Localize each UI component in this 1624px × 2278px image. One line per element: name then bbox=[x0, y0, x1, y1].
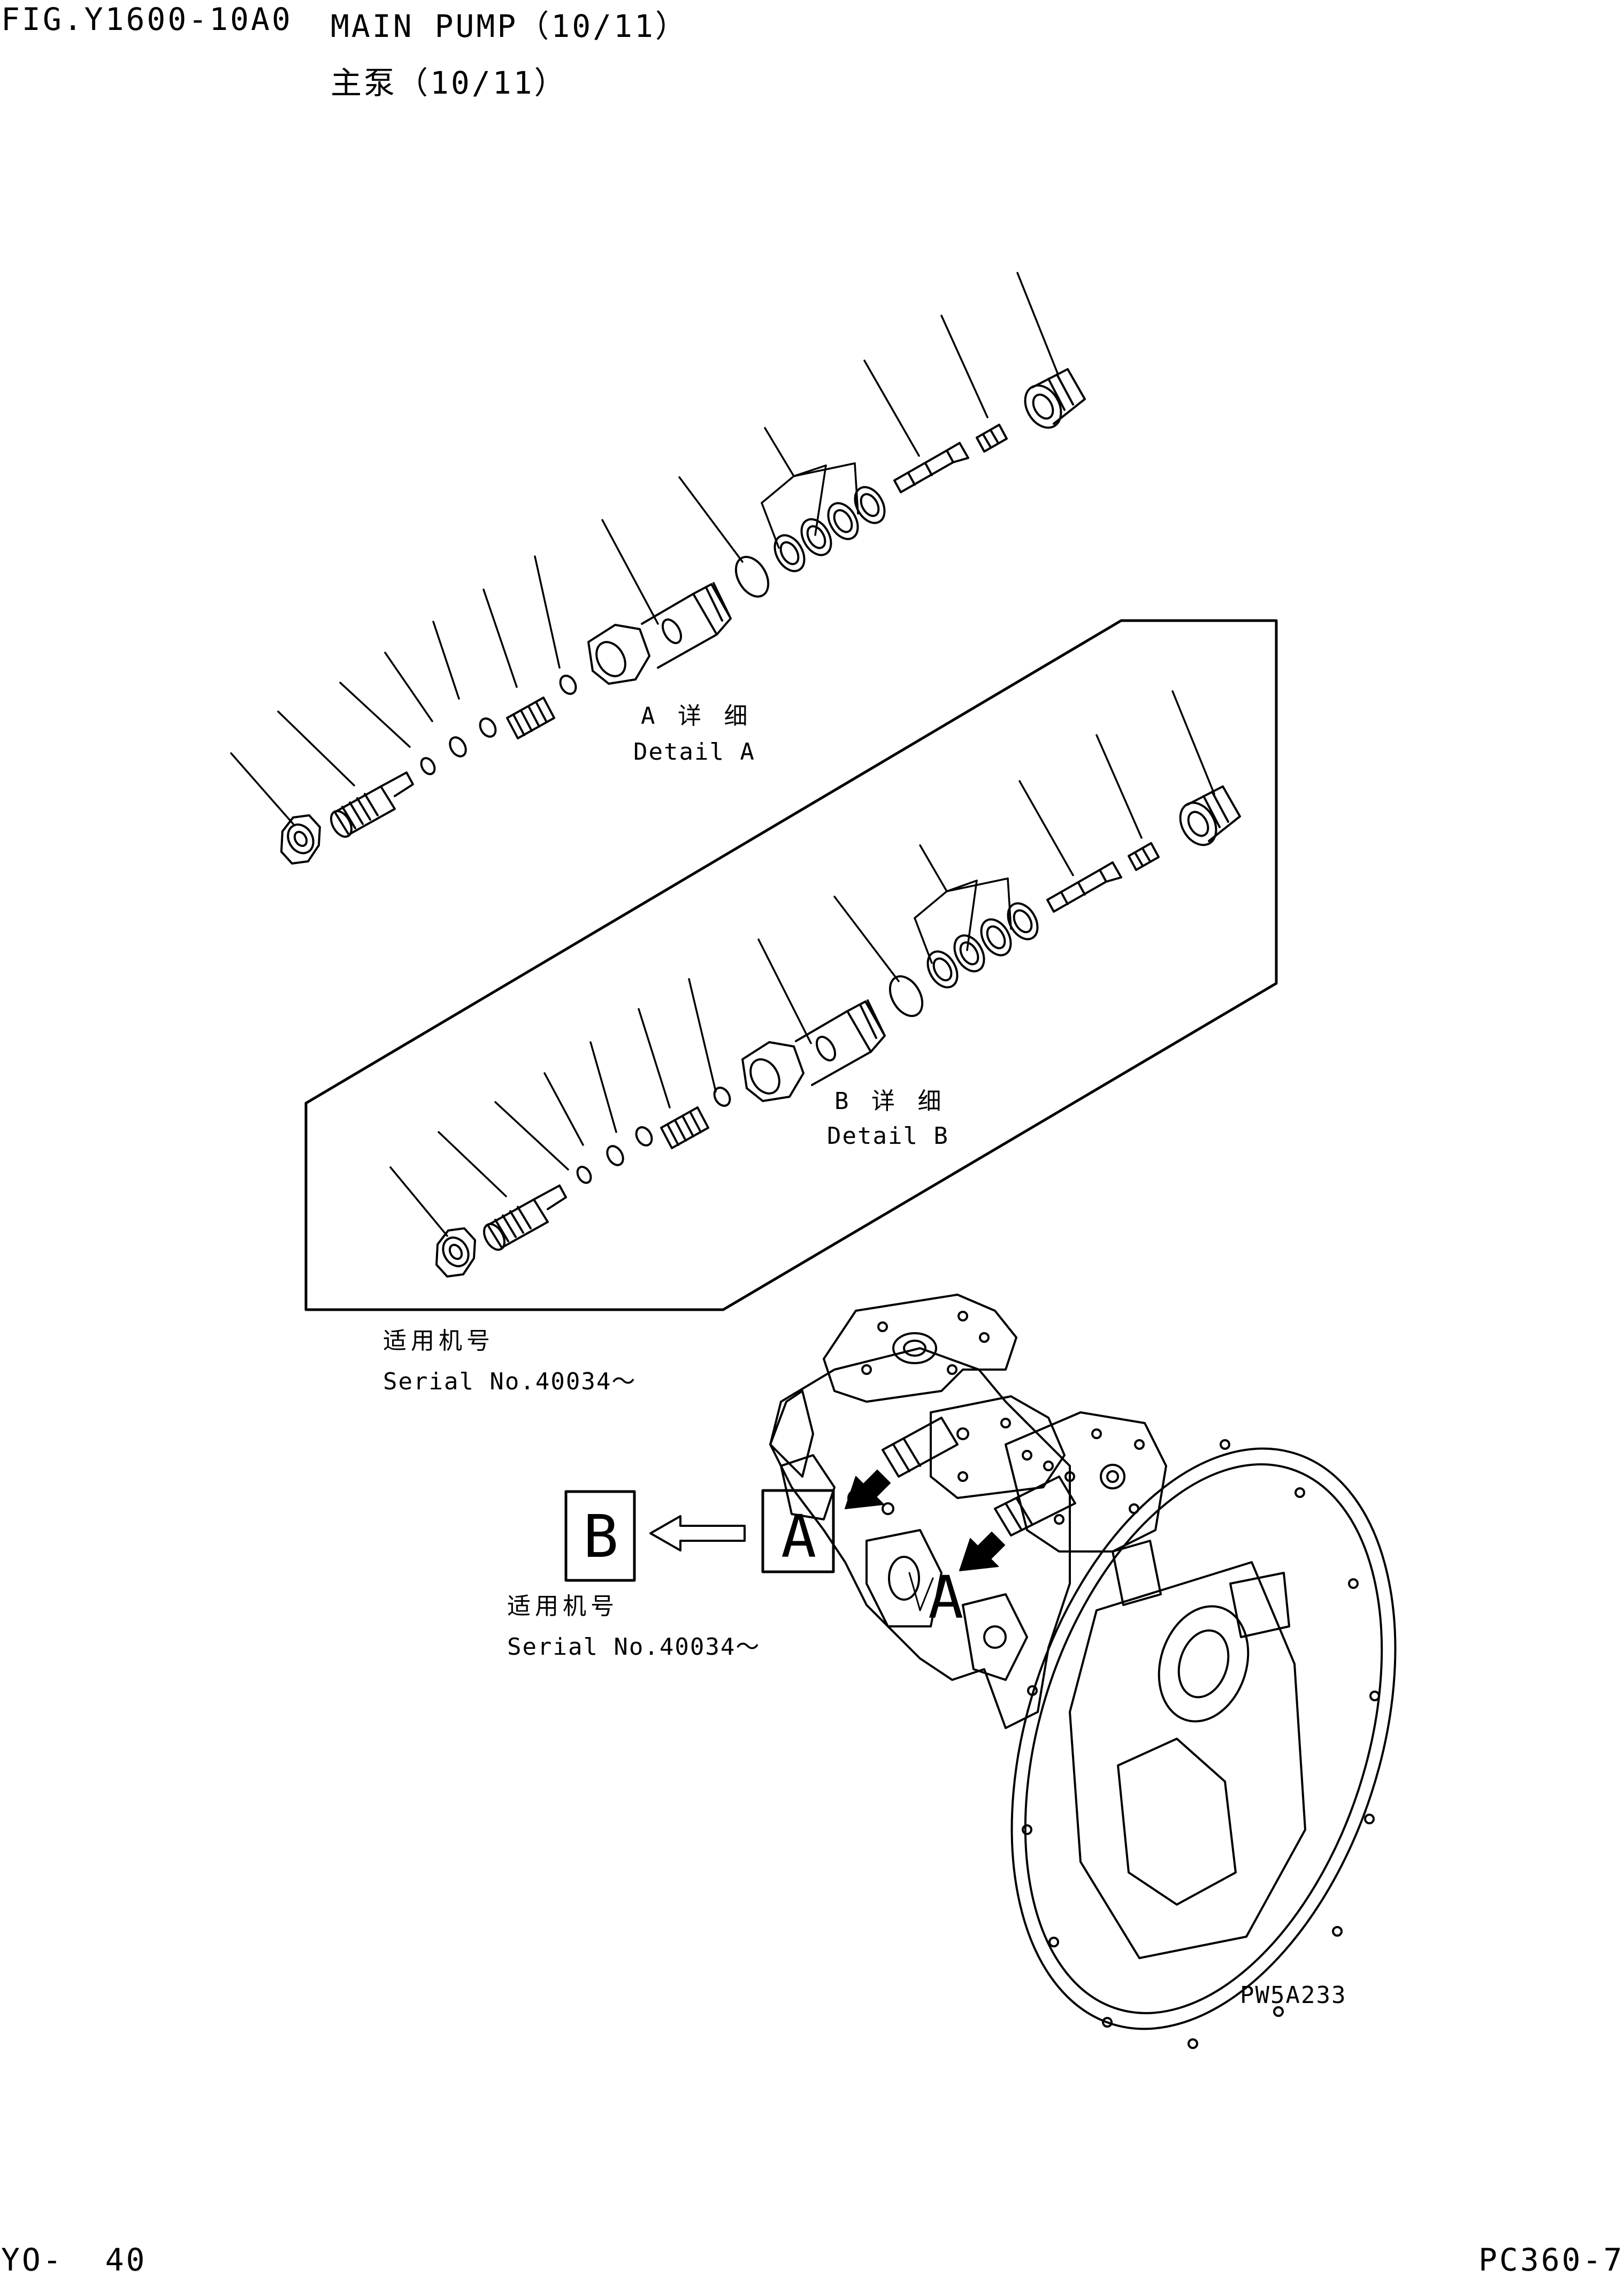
pointer-arrow-a bbox=[845, 1470, 891, 1509]
figure-code: FIG.Y1600-10A0 bbox=[1, 1, 293, 37]
pump-cartridge-a bbox=[882, 1417, 959, 1478]
pump-view-a-line bbox=[908, 1572, 934, 1611]
detail-b-label-en: Detail B bbox=[827, 1122, 949, 1150]
detail-b-plug bbox=[1128, 842, 1160, 871]
detail-b-washer-2 bbox=[606, 1145, 624, 1166]
detail-a-o-ring bbox=[734, 556, 770, 598]
flywheel-housing-outer bbox=[1010, 1447, 1397, 2030]
lower-body-detail bbox=[865, 1529, 943, 1627]
detail-b-frame bbox=[304, 619, 1278, 1311]
detail-a-washer-2 bbox=[449, 736, 467, 758]
drawing-code: PW5A233 bbox=[1240, 1982, 1347, 2009]
detail-a-adjust-screw bbox=[330, 771, 414, 838]
upper-port-inner bbox=[903, 1340, 926, 1357]
detail-a-seat bbox=[559, 675, 577, 695]
detail-b-washer-3 bbox=[635, 1126, 653, 1146]
detail-a-label-en: Detail A bbox=[633, 738, 755, 766]
detail-b-leaders bbox=[389, 690, 1215, 1237]
middle-valve-block bbox=[930, 1395, 1066, 1499]
serial-upper-label-cn: 适用机号 bbox=[383, 1327, 494, 1355]
upper-port bbox=[892, 1332, 937, 1364]
detail-b-label-cn: B 详 细 bbox=[834, 1088, 946, 1115]
lower-port bbox=[888, 1556, 920, 1601]
flywheel-housing-rim bbox=[1024, 1463, 1383, 2014]
detail-b-spring bbox=[660, 1106, 709, 1149]
view-box-b-letter: B bbox=[583, 1502, 619, 1571]
pump-cartridge-b bbox=[994, 1476, 1076, 1536]
detail-a-spool bbox=[893, 442, 969, 493]
housing-rib-3 bbox=[1112, 1540, 1162, 1606]
figure-title-cn: 主泵（10/11） bbox=[331, 65, 568, 101]
detail-a-plug bbox=[976, 424, 1008, 453]
left-flange bbox=[780, 1454, 836, 1520]
hollow-arrow-a-to-b bbox=[649, 1515, 746, 1551]
bottom-pad bbox=[962, 1593, 1028, 1681]
detail-b-spool bbox=[1046, 861, 1122, 913]
housing-center-bore bbox=[1177, 1629, 1230, 1699]
view-box-b bbox=[564, 1490, 636, 1582]
view-box-a bbox=[761, 1489, 835, 1573]
flange-bolt-holes bbox=[1022, 1439, 1380, 2049]
housing-inner-frame bbox=[1069, 1561, 1306, 1959]
detail-a-leaders bbox=[230, 272, 1059, 825]
detail-b-seat bbox=[713, 1087, 731, 1107]
detail-a-sleeve bbox=[587, 582, 732, 685]
detail-b-washer-1 bbox=[576, 1166, 592, 1184]
housing-rib-2 bbox=[1229, 1572, 1290, 1638]
housing-rib-1 bbox=[1117, 1738, 1237, 1906]
detail-b-cap bbox=[1179, 785, 1241, 846]
housing-center-boss bbox=[1158, 1605, 1250, 1723]
pointer-arrow-b bbox=[959, 1532, 1005, 1571]
serial-lower-label-en: Serial No.40034～ bbox=[507, 1633, 761, 1661]
footer-page-number: YO- 40 bbox=[1, 2242, 147, 2278]
detail-b-parts bbox=[389, 690, 1241, 1278]
detail-b-backup-rings bbox=[926, 902, 1039, 989]
detail-b-o-ring bbox=[888, 975, 924, 1017]
main-pump-assembly bbox=[769, 1294, 1397, 2049]
figure-title-en: MAIN PUMP（10/11） bbox=[331, 8, 688, 44]
detail-a-spring bbox=[506, 697, 555, 739]
detail-a-washer-3 bbox=[479, 717, 497, 738]
left-pipe bbox=[769, 1390, 814, 1478]
detail-a-backup-rings bbox=[773, 486, 886, 572]
detail-a-washer-1 bbox=[420, 757, 436, 775]
serial-upper-label-en: Serial No.40034～ bbox=[383, 1368, 637, 1395]
pump-view-a-mark: A bbox=[928, 1563, 964, 1632]
footer-model: PC360-7 bbox=[1479, 2242, 1624, 2278]
upper-valve-block bbox=[823, 1294, 1017, 1403]
detail-a-nut bbox=[280, 814, 321, 865]
detail-b-nut bbox=[435, 1227, 476, 1278]
right-valve-block bbox=[1005, 1411, 1167, 1553]
detail-a-label-cn: A 详 细 bbox=[641, 702, 752, 730]
serial-lower-label-cn: 适用机号 bbox=[507, 1593, 618, 1620]
detail-a-cap bbox=[1024, 368, 1086, 429]
detail-b-adjust-screw bbox=[483, 1184, 567, 1251]
detail-a-parts bbox=[230, 272, 1086, 865]
detail-b-sleeve bbox=[741, 999, 886, 1102]
pump-body-outline bbox=[769, 1347, 1071, 1729]
